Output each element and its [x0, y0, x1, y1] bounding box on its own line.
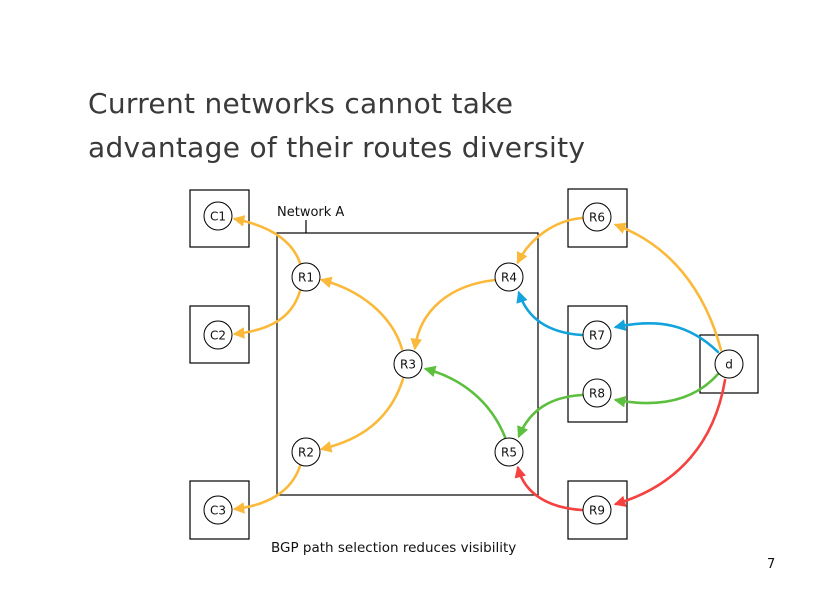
edge-r1-to-c2 — [232, 289, 302, 339]
edge-r6-to-r4 — [516, 216, 585, 265]
node-r8-label: R8 — [589, 387, 605, 401]
node-r5: R5 — [494, 437, 524, 467]
edge-r3-to-r2 — [319, 377, 405, 453]
edge-r7-to-r4 — [516, 290, 584, 337]
node-r9-label: R9 — [589, 504, 605, 518]
slide-title-line-1: Current networks cannot take — [88, 87, 514, 120]
edge-r2-to-c3 — [232, 464, 302, 514]
node-c2: C2 — [203, 320, 233, 350]
node-r2: R2 — [291, 437, 321, 467]
node-r1-label: R1 — [298, 271, 314, 285]
node-c2-label: C2 — [210, 329, 226, 343]
r6-box — [567, 188, 628, 248]
node-r2-label: R2 — [298, 446, 314, 460]
edge-r1-to-c1 — [232, 215, 302, 265]
edge-r5-to-r3 — [423, 365, 507, 439]
edge-d-to-r6 — [613, 222, 723, 352]
node-r4-label: R4 — [501, 271, 517, 285]
page-number: 7 — [767, 557, 776, 572]
c1-box — [189, 189, 250, 248]
edge-r9-to-r5 — [514, 465, 584, 512]
node-r3-label: R3 — [400, 358, 416, 372]
node-r5-label: R5 — [501, 446, 517, 460]
r9-box — [567, 480, 628, 540]
node-r4: R4 — [494, 262, 524, 292]
network-a-label: Network A — [277, 205, 344, 220]
node-r9: R9 — [582, 495, 612, 525]
node-r1: R1 — [291, 262, 321, 292]
edge-r4-to-r3 — [410, 278, 497, 351]
node-c1: C1 — [203, 201, 233, 231]
slide-title: Current networks cannot take advantage o… — [88, 82, 585, 170]
node-r7: R7 — [582, 320, 612, 350]
node-d: d — [714, 349, 744, 379]
edge-d-to-r8 — [613, 372, 720, 408]
node-c3-label: C3 — [210, 504, 226, 518]
diagram-caption: BGP path selection reduces visibility — [271, 540, 517, 556]
node-r6-label: R6 — [589, 211, 605, 225]
edge-d-to-r9 — [613, 378, 727, 507]
edge-d-to-r7 — [613, 319, 720, 354]
node-c1-label: C1 — [210, 210, 226, 224]
node-r7-label: R7 — [589, 329, 605, 343]
c2-box — [189, 305, 250, 364]
node-c3: C3 — [203, 495, 233, 525]
node-r3: R3 — [393, 349, 423, 379]
node-r6: R6 — [582, 202, 612, 232]
edge-r3-to-r1 — [319, 276, 404, 351]
c3-box — [189, 480, 250, 540]
slide-title-line-2: advantage of their routes diversity — [88, 131, 586, 164]
node-r8: R8 — [582, 378, 612, 408]
r7-r8-box — [567, 305, 628, 423]
d-box — [699, 334, 759, 394]
network-a-box — [276, 232, 539, 496]
edge-r8-to-r5 — [517, 393, 584, 439]
node-d-label: d — [725, 358, 733, 372]
